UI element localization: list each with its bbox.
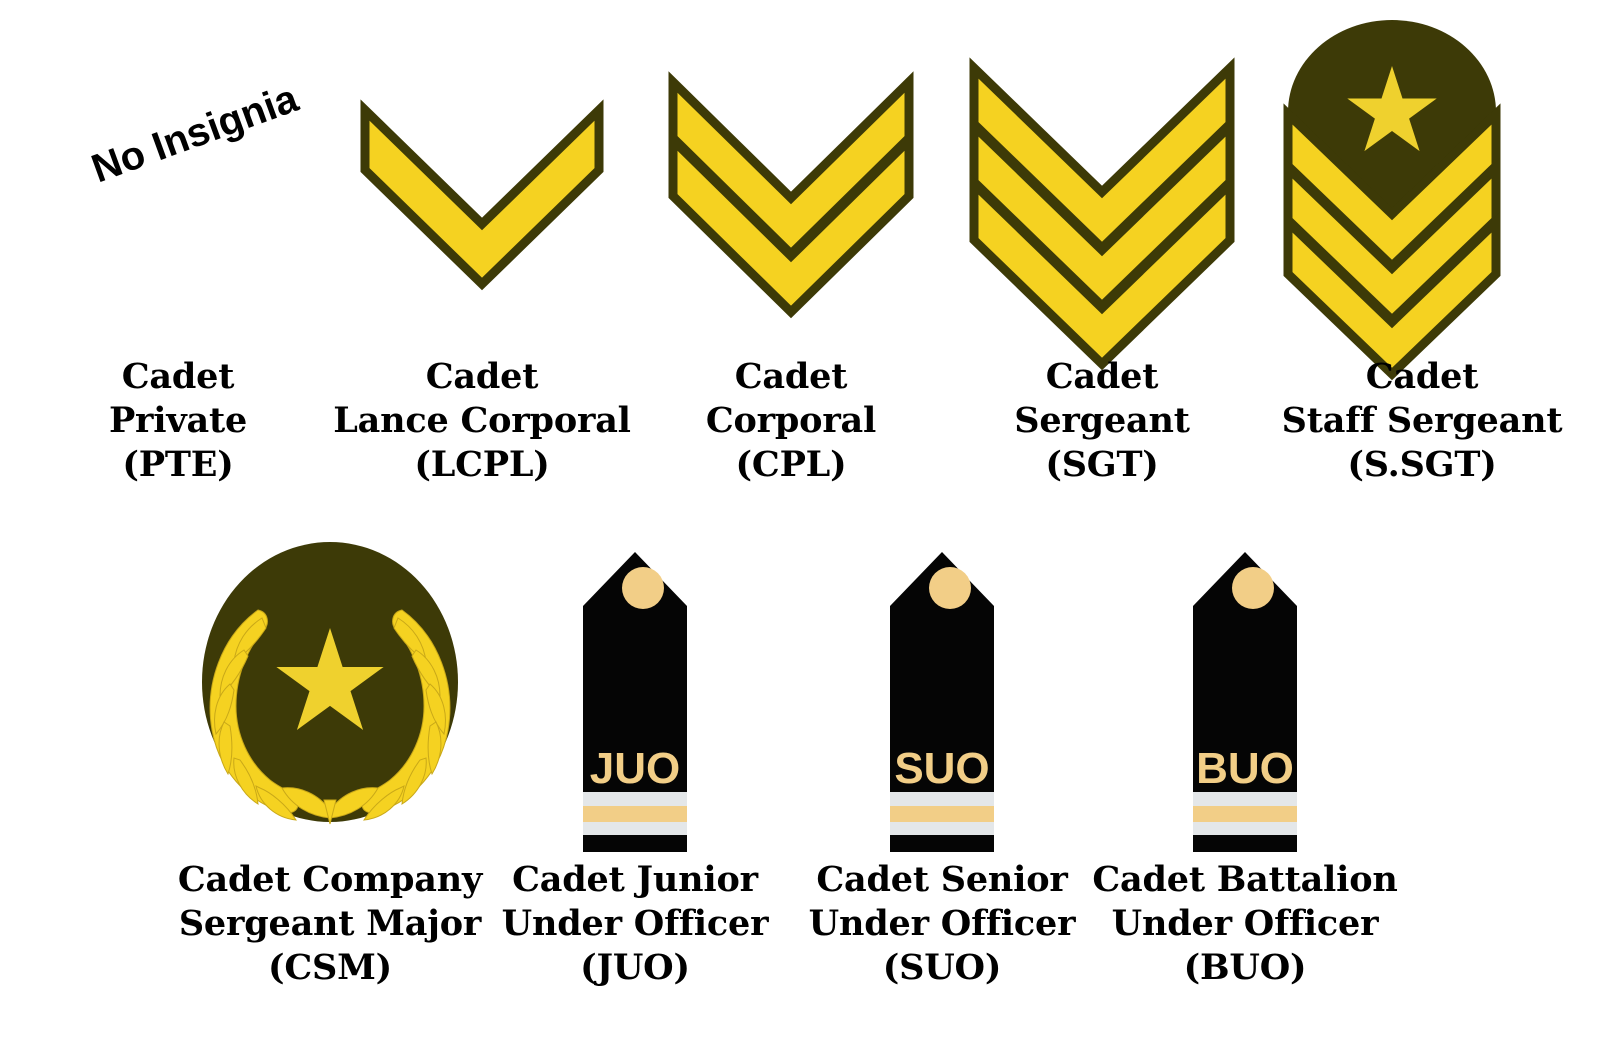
rank-abbrev: (CSM): [268, 947, 392, 988]
board-foot: [890, 835, 994, 852]
board-stripe-light-bottom: [890, 822, 994, 835]
board-stripe-light-bottom: [1193, 822, 1297, 835]
board-stripe-tan: [1193, 806, 1297, 822]
star-icon: [276, 628, 384, 730]
rank-abbrev: (JUO): [580, 947, 690, 988]
rank-label-cadet-private: Cadet Private (PTE): [18, 355, 338, 487]
rank-label-cadet-staff-sergeant: Cadet Staff Sergeant (S.SGT): [1252, 355, 1592, 487]
rank-title-line2: Under Officer: [1111, 903, 1379, 944]
rank-label-cadet-company-sergeant-major: Cadet Company Sergeant Major (CSM): [130, 858, 530, 990]
rank-title-line1: Cadet Junior: [512, 859, 758, 900]
rank-title-line1: Cadet: [1365, 356, 1479, 397]
board-body: [583, 552, 687, 836]
rank-label-cadet-battalion-under-officer: Cadet Battalion Under Officer (BUO): [1085, 858, 1405, 990]
rank-label-cadet-lance-corporal: Cadet Lance Corporal (LCPL): [322, 355, 642, 487]
rank-cell-cadet-senior-under-officer: SUO Cadet Senior Under Officer (SUO): [782, 520, 1102, 1050]
rank-title-line1: Cadet: [734, 356, 848, 397]
board-stripe-tan: [890, 806, 994, 822]
rank-cell-cadet-battalion-under-officer: BUO Cadet Battalion Under Officer (BUO): [1085, 520, 1405, 1050]
rank-title-line2: Sergeant Major: [178, 903, 482, 944]
rank-abbrev: (PTE): [122, 444, 234, 485]
board-foot: [583, 835, 687, 852]
board-stripe-light-top: [1193, 792, 1297, 806]
rank-title-line1: Cadet: [121, 356, 235, 397]
rank-cell-cadet-company-sergeant-major: Cadet Company Sergeant Major (CSM): [130, 520, 530, 1050]
board-stripe-light-bottom: [583, 822, 687, 835]
rank-label-cadet-sergeant: Cadet Sergeant (SGT): [932, 355, 1272, 487]
board-button-icon: [1232, 567, 1274, 609]
rank-cell-cadet-lance-corporal: Cadet Lance Corporal (LCPL): [322, 0, 642, 500]
board-text: JUO: [590, 744, 680, 793]
rank-title-line2: Lance Corporal: [333, 400, 631, 441]
board-stripe-light-top: [583, 792, 687, 806]
rank-cell-cadet-corporal: Cadet Corporal (CPL): [626, 0, 956, 500]
rank-title-line1: Cadet: [425, 356, 539, 397]
patch-star-chevron-insignia: [1252, 14, 1592, 381]
rank-label-cadet-corporal: Cadet Corporal (CPL): [626, 355, 956, 487]
board-text: BUO: [1196, 744, 1294, 793]
board-stripe-light-top: [890, 792, 994, 806]
no-insignia-note: No Insignia: [86, 76, 304, 192]
rank-title-line1: Cadet Company: [177, 859, 483, 900]
wreath-star-badge: [130, 532, 530, 832]
shoulder-board-buo: BUO: [1085, 534, 1405, 852]
board-text: SUO: [894, 744, 989, 793]
rank-cell-cadet-sergeant: Cadet Sergeant (SGT): [932, 0, 1272, 500]
board-button-icon: [929, 567, 971, 609]
rank-title-line2: Corporal: [705, 400, 877, 441]
chevron-insignia-2: [626, 50, 956, 319]
rank-cell-cadet-junior-under-officer: JUO Cadet Junior Under Officer (JUO): [475, 520, 795, 1050]
rank-title-line2: Under Officer: [808, 903, 1076, 944]
rank-cell-cadet-private: No Insignia Cadet Private (PTE): [18, 0, 338, 500]
chevron-insignia-3: [932, 20, 1272, 371]
rank-title-line2: Under Officer: [501, 903, 769, 944]
rank-abbrev: (LCPL): [414, 444, 550, 485]
rank-abbrev: (SGT): [1045, 444, 1159, 485]
rank-abbrev: (S.SGT): [1347, 444, 1497, 485]
board-stripe-tan: [583, 806, 687, 822]
board-body: [890, 552, 994, 836]
chevron-insignia-1: [322, 78, 642, 298]
rank-title-line1: Cadet Battalion: [1092, 859, 1398, 900]
star-icon: [1347, 66, 1437, 152]
rank-title-line2: Staff Sergeant: [1281, 400, 1563, 441]
rank-title-line2: Private: [108, 400, 248, 441]
rank-title-line1: Cadet: [1045, 356, 1159, 397]
rank-title-line2: Sergeant: [1014, 400, 1190, 441]
rank-cell-cadet-staff-sergeant: Cadet Staff Sergeant (S.SGT): [1252, 0, 1592, 500]
rank-label-cadet-junior-under-officer: Cadet Junior Under Officer (JUO): [475, 858, 795, 990]
rank-label-cadet-senior-under-officer: Cadet Senior Under Officer (SUO): [782, 858, 1102, 990]
rank-title-line1: Cadet Senior: [816, 859, 1068, 900]
shoulder-board-suo: SUO: [782, 534, 1102, 852]
board-button-icon: [622, 567, 664, 609]
rank-abbrev: (BUO): [1183, 947, 1307, 988]
board-body: [1193, 552, 1297, 836]
shoulder-board-juo: JUO: [475, 534, 795, 852]
rank-abbrev: (CPL): [735, 444, 847, 485]
board-foot: [1193, 835, 1297, 852]
rank-abbrev: (SUO): [882, 947, 1002, 988]
